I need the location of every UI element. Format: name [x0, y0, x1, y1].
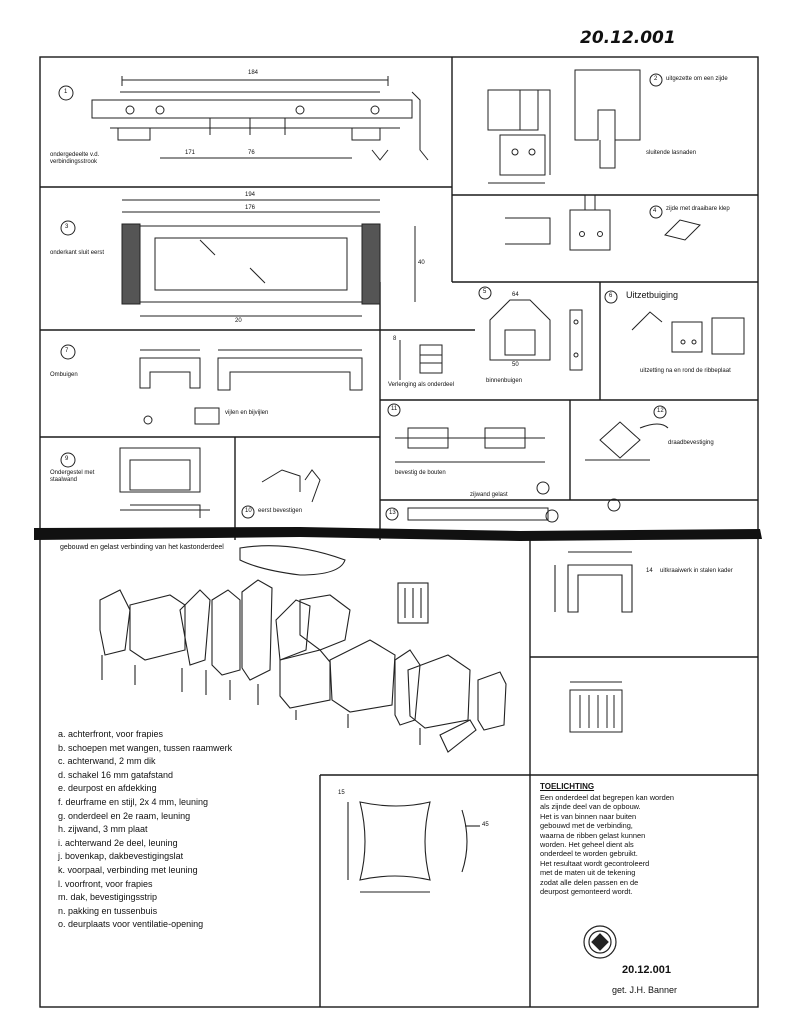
- legend-item: b. schoepen met wangen, tussen raamwerk: [58, 742, 233, 753]
- detail-15-drawing: [347, 801, 480, 893]
- panel-7-number: 7: [65, 348, 69, 354]
- explanation-line: Het is van binnen naar buiten: [540, 811, 637, 821]
- panel-12-drawing: [585, 405, 669, 512]
- explanation-line: worden. Het geheel dient als: [540, 840, 634, 850]
- panel-8-note: Verlenging als onderdeel: [388, 382, 455, 388]
- panel-6-note: uitzetting na en rond de ribbeplaat: [640, 368, 731, 374]
- parts-legend: a. achterfront, voor frapies b. schoepen…: [58, 728, 313, 932]
- legend-item: d. schakel 16 mm gatafstand: [58, 769, 174, 780]
- panel-7-drawing: [60, 344, 363, 425]
- panel-1-sub-label-b: 76: [248, 150, 255, 156]
- panel-11-number: 11: [391, 406, 398, 412]
- panel-14-note: uitkraaiwerk in stalen kader: [660, 568, 733, 574]
- explanation-line: onderdeel te worden gebruikt.: [540, 849, 638, 859]
- panel-13-drawing: [385, 507, 559, 523]
- panel-1-sub-label-a: 171: [185, 150, 196, 156]
- explanation-line: Het resultaat wordt gecontroleerd: [540, 858, 650, 868]
- panel-4-note: zijde met draaibare klep: [666, 206, 730, 212]
- panel-5-drawing: [478, 286, 583, 371]
- panel-10-note: eerst bevestigen: [258, 508, 303, 514]
- scanner-streak-band: [34, 527, 762, 541]
- panel-3-drawing: [60, 199, 416, 317]
- grille-drawing: [569, 681, 623, 733]
- explanation-line: waarna de ribben gelast kunnen: [540, 830, 646, 840]
- panel-2-note-a: uitgezette om een zijde: [666, 76, 728, 82]
- explanation-block: TOELICHTING Een onderdeel dat begrepen k…: [540, 782, 752, 896]
- panel-4-drawing: [505, 194, 701, 251]
- panel-13-note: zijwand gelast: [470, 492, 508, 498]
- panel-6-title: Uitzetbuiging: [626, 290, 679, 300]
- panel-5-dim-a: 64: [512, 292, 519, 298]
- panel-6-drawing: [604, 290, 745, 355]
- panel-2-note-b: sluitende lasnaden: [646, 150, 697, 156]
- designer-seal: [583, 925, 617, 959]
- panel-1-length-label: 184: [248, 70, 259, 76]
- panel-5-dim-b: 50: [512, 362, 519, 368]
- panel-3-dim-d: 20: [235, 318, 242, 324]
- legend-item: e. deurpost en afdekking: [58, 783, 157, 794]
- panel-2-number: 2: [654, 76, 658, 82]
- panel-4-number: 4: [653, 208, 657, 214]
- panel-2-drawing: [487, 69, 663, 184]
- panel-15-number: 15: [338, 790, 345, 796]
- panel-1-drawing: [58, 76, 429, 161]
- panel-9-number: 9: [65, 456, 69, 462]
- legend-item: i. achterwand 2e deel, leuning: [58, 837, 178, 848]
- assembly-title: gebouwd en gelast verbinding van het kas…: [60, 544, 224, 551]
- explanation-line: gebouwd met de verbinding,: [540, 821, 633, 831]
- panel-3-dim-b: 176: [245, 205, 256, 211]
- panel-9-note: Ondergestel met staalwand: [50, 470, 95, 483]
- panel-9-drawing: [60, 447, 210, 518]
- drawing-number: 20.12.001: [580, 28, 676, 48]
- legend-item: f. deurframe en stijl, 2x 4 mm, leuning: [58, 796, 209, 807]
- explanation-line: zodat alle delen passen en de: [540, 877, 639, 887]
- reference-code: 20.12.001: [622, 964, 671, 976]
- panel-15-dim: 45: [482, 822, 489, 828]
- explanation-line: met de maten uit de tekening: [540, 868, 636, 878]
- panel-10-drawing: [241, 469, 321, 519]
- panel-8-number: 8: [393, 336, 397, 342]
- panel-3-note: onderkant sluit eerst: [50, 250, 105, 256]
- legend-item: l. voorfront, voor frapies: [58, 878, 153, 889]
- explanation-line: als zijnde deel van de opbouw.: [540, 802, 641, 812]
- legend-item: a. achterfront, voor frapies: [58, 729, 164, 739]
- panel-11-drawing: [387, 403, 550, 495]
- author-line: get. J.H. Banner: [612, 985, 678, 995]
- exploded-assembly-drawing: [99, 545, 507, 753]
- panel-10-number: 10: [245, 508, 252, 514]
- panel-13-number: 13: [389, 510, 396, 516]
- panel-8-drawing: [399, 340, 443, 380]
- explanation-heading: TOELICHTING: [540, 782, 595, 791]
- legend-item: k. voorpaal, verbinding met leuning: [58, 864, 198, 875]
- u-channel-drawing: [554, 551, 633, 613]
- panel-12-number: 12: [657, 408, 664, 414]
- legend-item: h. zijwand, 3 mm plaat: [58, 824, 148, 835]
- panel-7-title: Ombuigen: [50, 372, 78, 378]
- legend-item: j. bovenkap, dakbevestigingslat: [58, 851, 184, 862]
- panel-12-note: draadbevestiging: [668, 440, 714, 446]
- explanation-line: deurpost gemonteerd wordt.: [540, 887, 633, 897]
- panel-14-number: 14: [646, 568, 653, 574]
- legend-item: n. pakking en tussenbuis: [58, 905, 158, 916]
- panel-5-number: 5: [483, 289, 487, 295]
- panel-3-number: 3: [65, 224, 69, 230]
- legend-item: o. deurplaats voor ventilatie-opening: [58, 919, 204, 930]
- panel-3-dim-c: 40: [418, 260, 425, 266]
- panel-11-note: bevestig de bouten: [395, 470, 446, 476]
- panel-1-note: ondergedeelte v.d. verbindingsstrook: [50, 152, 100, 165]
- panel-1-number: 1: [64, 89, 68, 95]
- explanation-line: Een onderdeel dat begrepen kan worden: [540, 793, 674, 802]
- panel-7-note: vijlen en bijvijlen: [225, 410, 269, 416]
- legend-item: c. achterwand, 2 mm dik: [58, 756, 156, 767]
- panel-3-dim-a: 194: [245, 192, 256, 198]
- panel-6-number: 6: [609, 293, 613, 299]
- legend-item: g. onderdeel en 2e raam, leuning: [58, 810, 191, 821]
- legend-item: m. dak, bevestigingsstrip: [58, 892, 158, 903]
- panel-5-title: binnenbuigen: [486, 378, 523, 384]
